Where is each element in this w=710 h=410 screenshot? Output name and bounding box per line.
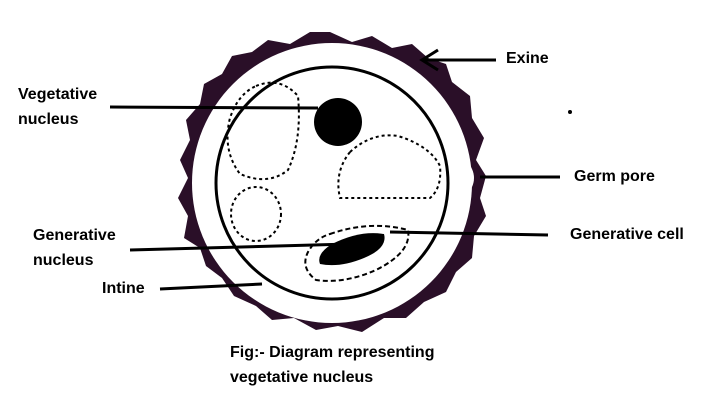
intine-wall	[214, 65, 450, 301]
vacuole-right	[337, 134, 442, 199]
grain-interior	[192, 43, 472, 323]
caption-line-1: Fig:- Diagram representing	[230, 344, 435, 361]
label-vegetative-nucleus-2: nucleus	[18, 111, 79, 128]
label-vegetative-nucleus-1: Vegetative	[18, 86, 98, 103]
generative-nucleus-pointer	[129, 242, 351, 252]
germ-pore	[466, 160, 474, 196]
label-exine: Exine	[506, 50, 549, 67]
generative-nucleus	[319, 233, 385, 266]
stray-dot	[568, 110, 572, 114]
vacuole-lower-left	[230, 186, 282, 242]
caption-line-2: vegetative nucleus	[230, 369, 374, 386]
vegetative-nucleus	[314, 98, 362, 146]
label-generative-cell: Generative cell	[570, 226, 684, 243]
label-generative-nucleus-2: nucleus	[33, 252, 94, 269]
generative-cell-outline	[304, 224, 410, 282]
vacuole-upper-left	[226, 81, 300, 181]
exine-arrow-head	[419, 48, 439, 72]
label-generative-nucleus-1: Generative	[33, 227, 116, 244]
intine-pointer	[159, 282, 263, 291]
vegetative-nucleus-pointer	[109, 105, 319, 110]
generative-cell-pointer	[389, 230, 549, 237]
label-intine: Intine	[102, 280, 145, 297]
label-germ-pore: Germ pore	[574, 168, 655, 185]
